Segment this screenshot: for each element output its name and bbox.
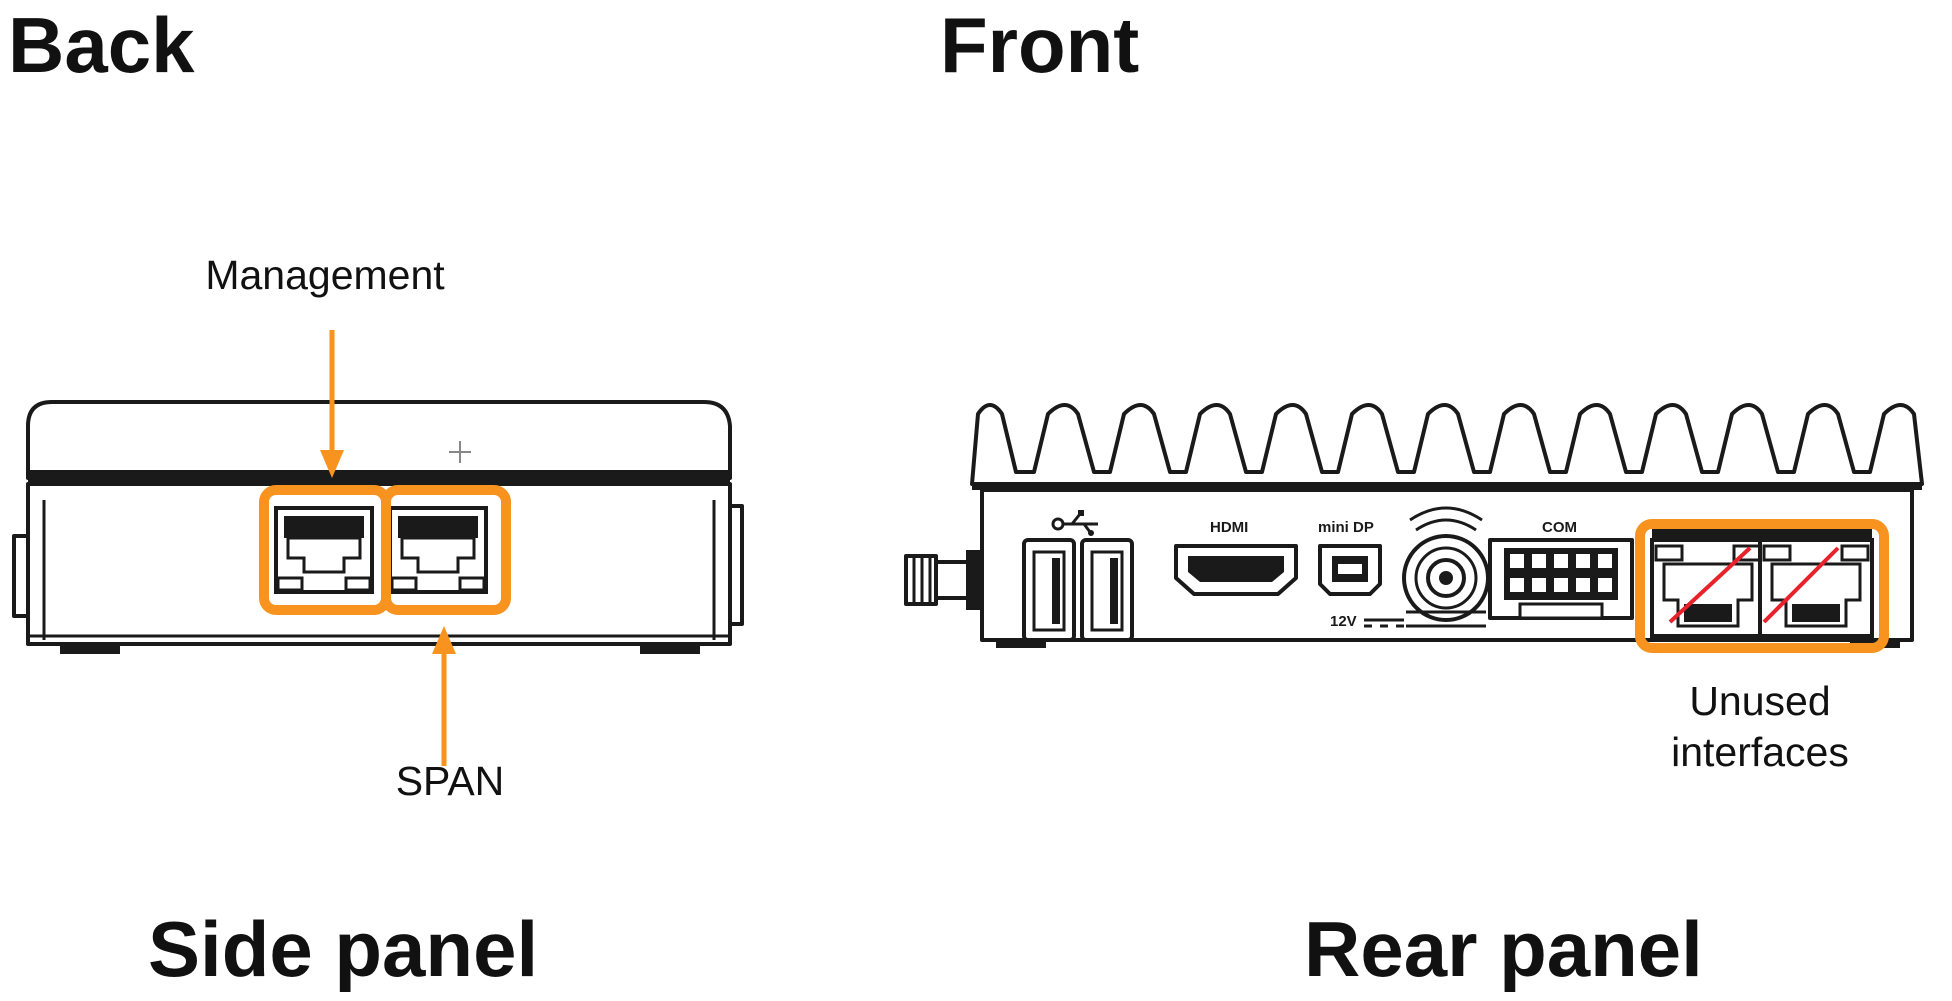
side-panel-device — [12, 400, 744, 654]
span-arrow — [432, 626, 456, 766]
usb-icon — [1051, 510, 1098, 536]
management-port — [274, 506, 374, 594]
rear-panel-device: HDMI mini DP 12V COM — [904, 403, 1924, 653]
usb-port-2 — [1080, 538, 1134, 642]
side-panel-title: Side panel — [148, 905, 539, 993]
com-terminal-block — [1488, 538, 1634, 620]
span-label: SPAN — [395, 758, 505, 804]
back-title: Back — [8, 1, 195, 89]
unused-interfaces-highlight — [1635, 519, 1889, 653]
management-label: Management — [205, 252, 445, 298]
span-port — [388, 506, 488, 594]
heatsink-fins — [970, 403, 1924, 486]
dc-power-jack — [1402, 506, 1490, 628]
power-label: 12V — [1330, 613, 1357, 630]
antenna-connector — [904, 550, 982, 610]
side-device-lid — [26, 400, 732, 480]
com-label: COM — [1542, 519, 1577, 536]
side-device-body — [26, 482, 732, 646]
unused-lan-port-2 — [1758, 538, 1874, 638]
unused-interfaces-label: Unused interfaces — [1620, 676, 1900, 779]
management-arrow — [320, 330, 344, 478]
mini-dp-port — [1318, 544, 1382, 596]
unused-port-2-strike — [1762, 546, 1840, 624]
unused-label-line1: Unused — [1689, 678, 1831, 724]
hdmi-port — [1174, 544, 1298, 596]
rear-panel-title: Rear panel — [1304, 905, 1703, 993]
unused-port-1-strike — [1668, 546, 1752, 624]
mini-dp-label: mini DP — [1318, 519, 1374, 536]
side-device-lid-band — [28, 470, 730, 484]
crosshair-icon — [449, 441, 471, 463]
usb-port-1 — [1022, 538, 1076, 642]
span-port-highlight — [381, 485, 511, 615]
front-title: Front — [940, 1, 1140, 89]
unused-label-line2: interfaces — [1671, 729, 1849, 776]
hdmi-label: HDMI — [1210, 519, 1248, 536]
